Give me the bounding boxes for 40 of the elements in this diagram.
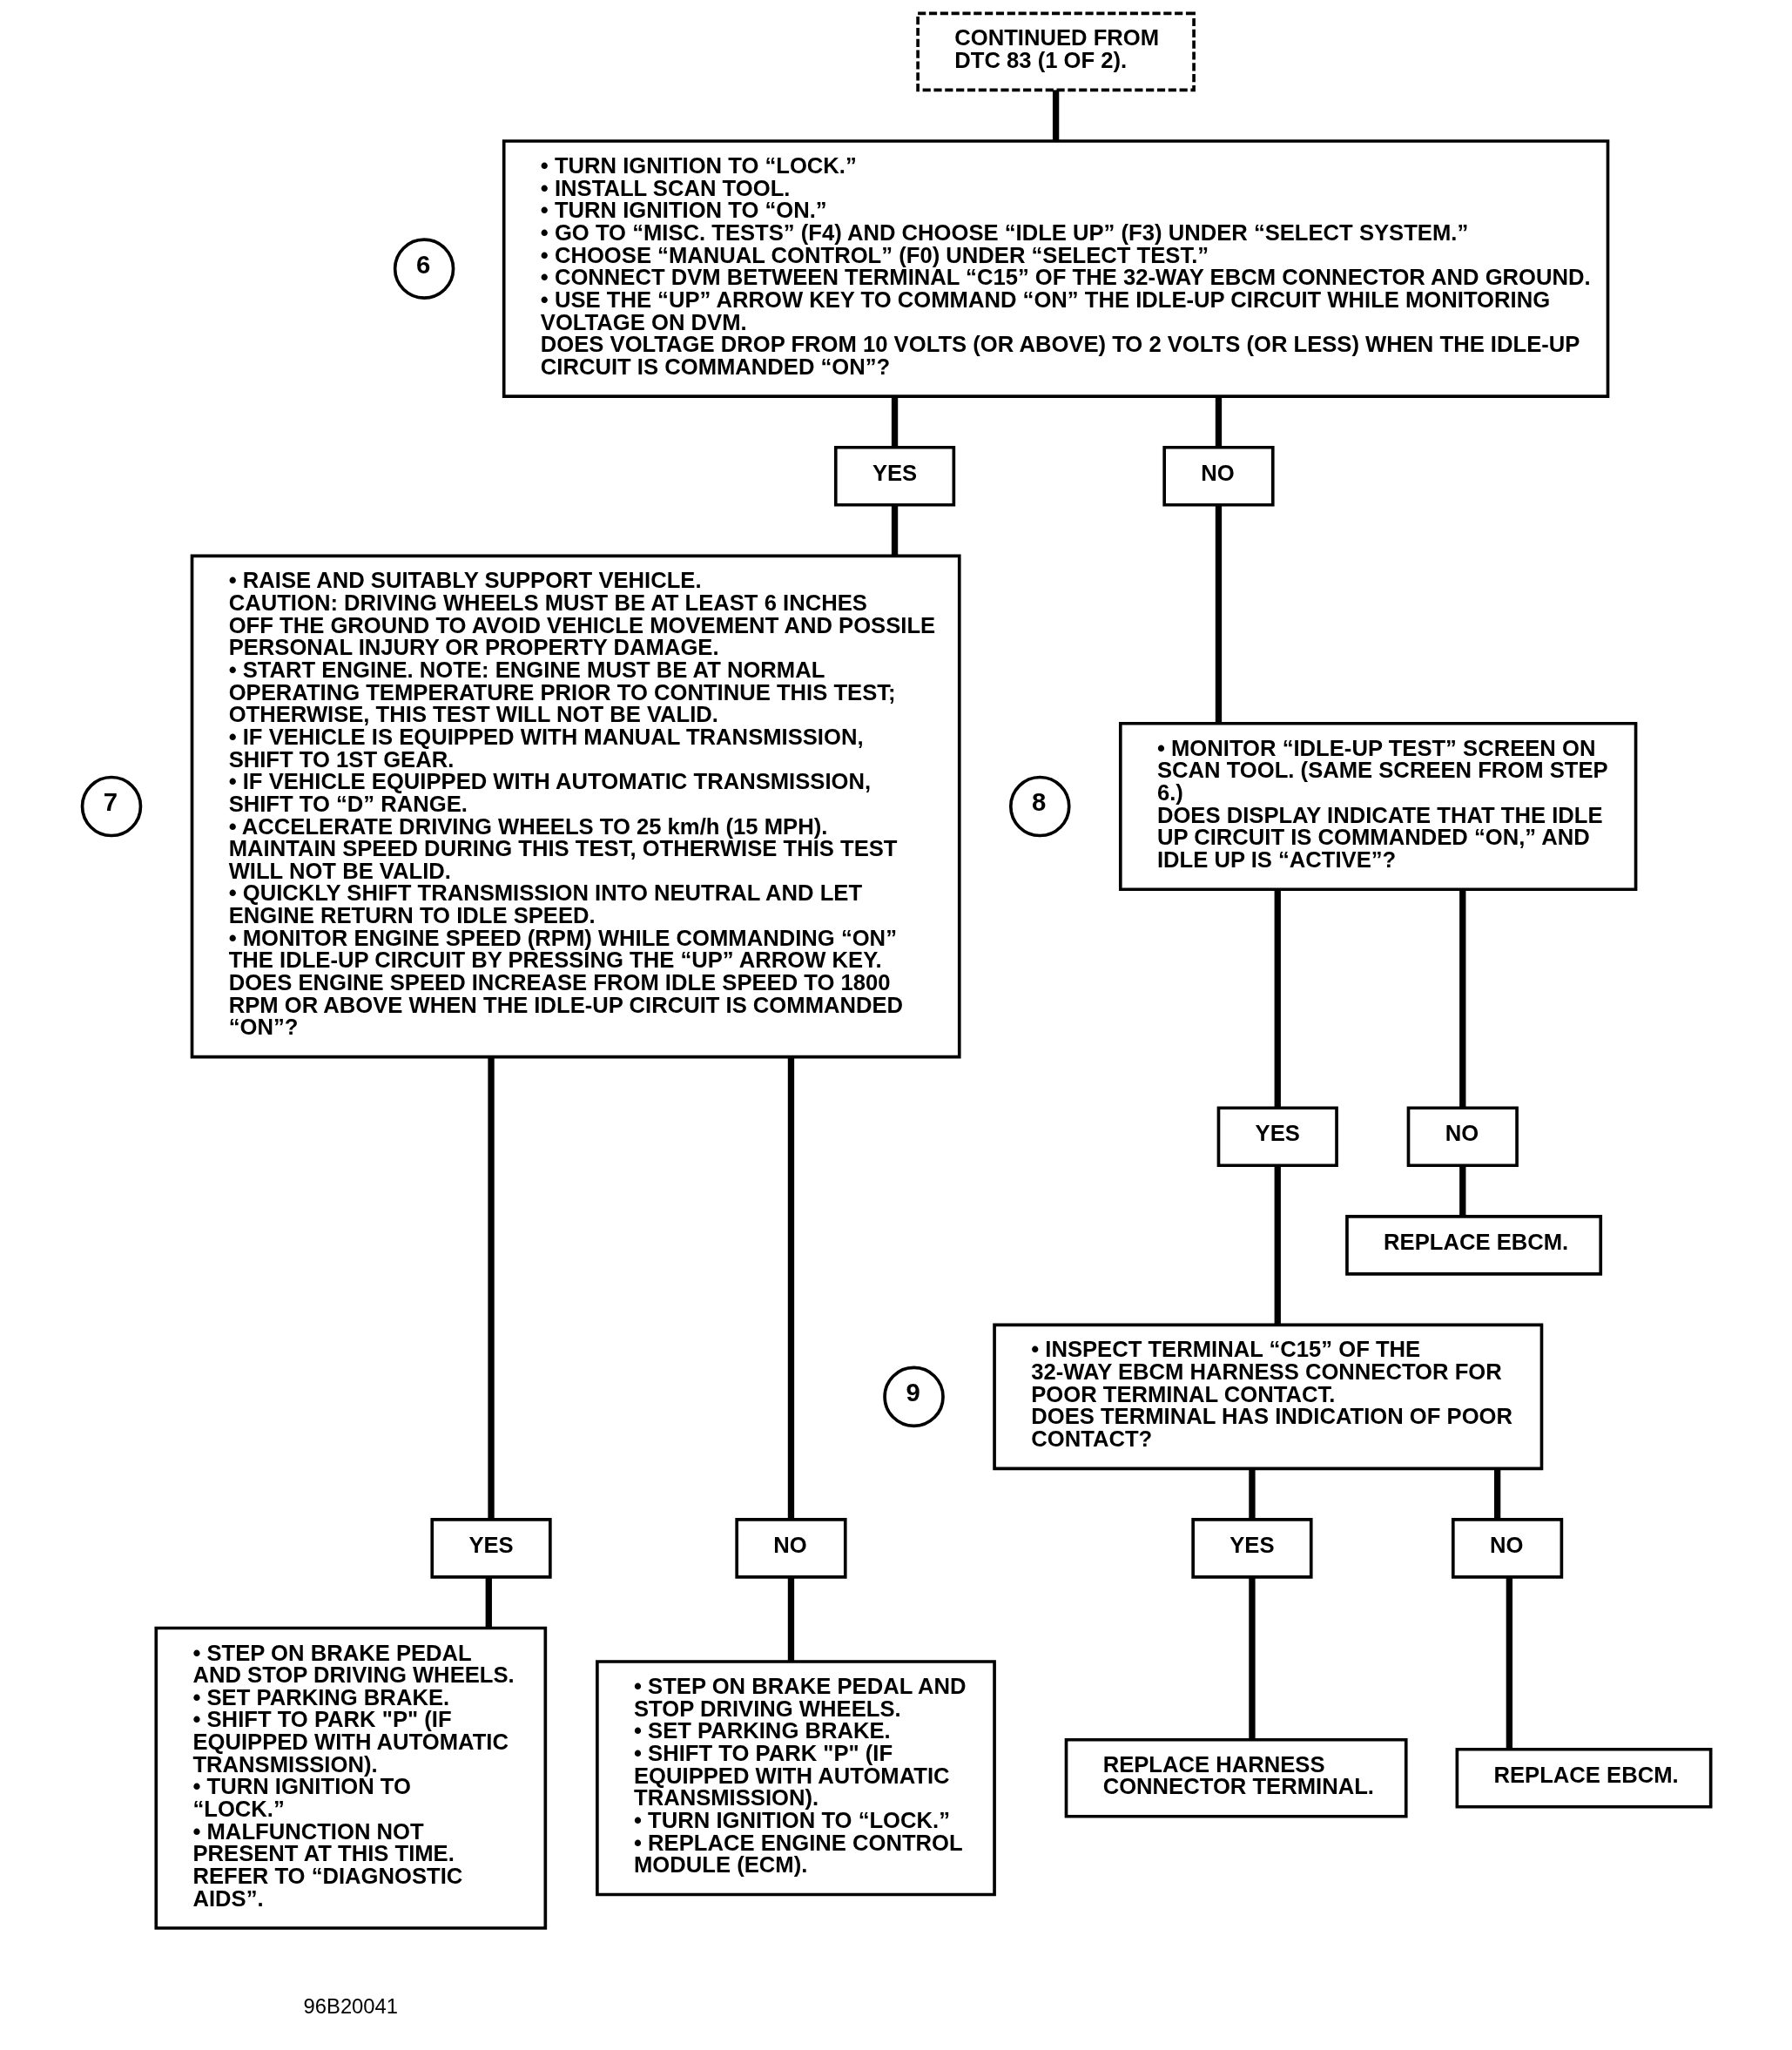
node-box: • INSPECT TERMINAL “C15” OF THE 32-WAY EBCM HARNESS CONNECTOR FOR POOR TERMINAL CONTACT. DOES TERMINAL HAS INDICATION OF POOR CONTACT? [992,1323,1543,1471]
node-box: YES [429,1518,552,1579]
connector [1459,1165,1465,1217]
node-label: 9 [905,1378,920,1407]
label: 96B20041 [303,1993,398,2018]
node-box: • MONITOR “IDLE-UP TEST” SCREEN ON SCAN TOOL. (SAME SCREEN FROM STEP 6.) DOES DISPLAY INDICATE THAT THE IDLE UP CIRCUIT IS COMMANDED “ON,” AND IDLE UP IS “ACTIVE”? [1118,721,1637,892]
node-box: YES [1190,1518,1313,1579]
connector [891,396,898,448]
node-box: YES [833,445,955,507]
node-label: 7 [103,787,118,817]
connector [1506,1577,1512,1750]
node-box: NO [1162,445,1275,507]
connector [487,1056,495,1520]
node-box: • STEP ON BRAKE PEDAL AND STOP DRIVING WHEELS. • SET PARKING BRAKE. • SHIFT TO PARK "P" (IF EQUIPPED WITH AUTOMATIC TRANSMISSION). • TURN IGNITION TO “LOCK.” • REPLACE ENGINE CONTROL MODULE (ECM). [595,1660,996,1897]
connector [1215,396,1222,448]
node-box: NO [1406,1106,1519,1168]
connector [1248,1468,1256,1520]
node-box: REPLACE HARNESS CONNECTOR TERMINAL. [1064,1737,1408,1818]
connector [787,1056,794,1520]
node-label: 6 [415,249,430,279]
connector [1248,1577,1256,1740]
connector [485,1577,492,1629]
connector [1052,90,1059,141]
connector [1274,1165,1281,1325]
connector [1215,504,1222,724]
connector [1493,1468,1500,1520]
connector [787,1577,794,1662]
node-box: YES [1216,1106,1338,1168]
node-box: NO [1451,1518,1563,1579]
node-label: 8 [1031,787,1046,817]
node-box: REPLACE EBCM. [1455,1747,1712,1809]
connector [1274,889,1281,1108]
node-box: • STEP ON BRAKE PEDAL AND STOP DRIVING WHEELS. • SET PARKING BRAKE. • SHIFT TO PARK "P" (IF EQUIPPED WITH AUTOMATIC TRANSMISSION). • TURN IGNITION TO “LOCK.” • MALFUNCTION NOT PRESENT AT THIS TIME. REFER TO “DIAGNOSTIC AIDS”. [153,1626,547,1930]
node-box: • TURN IGNITION TO “LOCK.” • INSTALL SCAN TOOL. • TURN IGNITION TO “ON.” • GO TO “MISC. TESTS” (F4) AND CHOOSE “IDLE UP” (F3) UNDER “SELECT SYSTEM.” • CHOOSE “MANUAL CONTROL” (F0) UNDER “SELECT TEST.” • CONNECT DVM BETWEEN TERMINAL “C15” OF THE 32-WAY EBCM CONNECTOR AND GROUND. • USE THE “UP” ARROW KEY TO COMMAND “ON” THE IDLE-UP CIRCUIT WHILE MONITORING VOLTAGE ON DVM. DOES VOLTAGE DROP FROM 10 VOLTS (OR ABOVE) TO 2 VOLTS (OR LESS) WHEN THE IDLE-UP CIRCUIT IS COMMANDED “ON”? [502,139,1609,398]
node-box: NO [734,1518,847,1579]
node-box: • RAISE AND SUITABLY SUPPORT VEHICLE. CAUTION: DRIVING WHEELS MUST BE AT LEAST 6 INCHES OFF THE GROUND TO AVOID VEHICLE MOVEMENT AND POSSILE PERSONAL INJURY OR PROPERTY DAMAGE. • START ENGINE. NOTE: ENGINE MUST BE AT NORMAL OPERATING TEMPERATURE PRIOR TO CONTINUE THIS TEST; OTHERWISE, THIS TEST WILL NOT BE VALID. • IF VEHICLE IS EQUIPPED WITH MANUAL TRANSMISSION, SHIFT TO 1ST GEAR. • IF VEHICLE EQUIPPED WITH AUTOMATIC TRANSMISSION, SHIFT TO “D” RANGE. • ACCELERATE DRIVING WHEELS TO 25 km/h (15 MPH). MAINTAIN SPEED DURING THIS TEST, OTHERWISE THIS TEST WILL NOT BE VALID. • QUICKLY SHIFT TRANSMISSION INTO NEUTRAL AND LET ENGINE RETURN TO IDLE SPEED. • MONITOR ENGINE SPEED (RPM) WHILE COMMANDING “ON” THE IDLE-UP CIRCUIT BY PRESSING THE “UP” ARROW KEY. DOES ENGINE SPEED INCREASE FROM IDLE SPEED TO 1800 RPM OR ABOVE WHEN THE IDLE-UP CIRCUIT IS COMMANDED “ON”? [190,554,961,1059]
connector [891,504,898,556]
node-box: REPLACE EBCM. [1344,1215,1602,1276]
node-box: CONTINUED FROM DTC 83 (1 OF 2). [915,11,1196,92]
connector [1459,889,1465,1108]
